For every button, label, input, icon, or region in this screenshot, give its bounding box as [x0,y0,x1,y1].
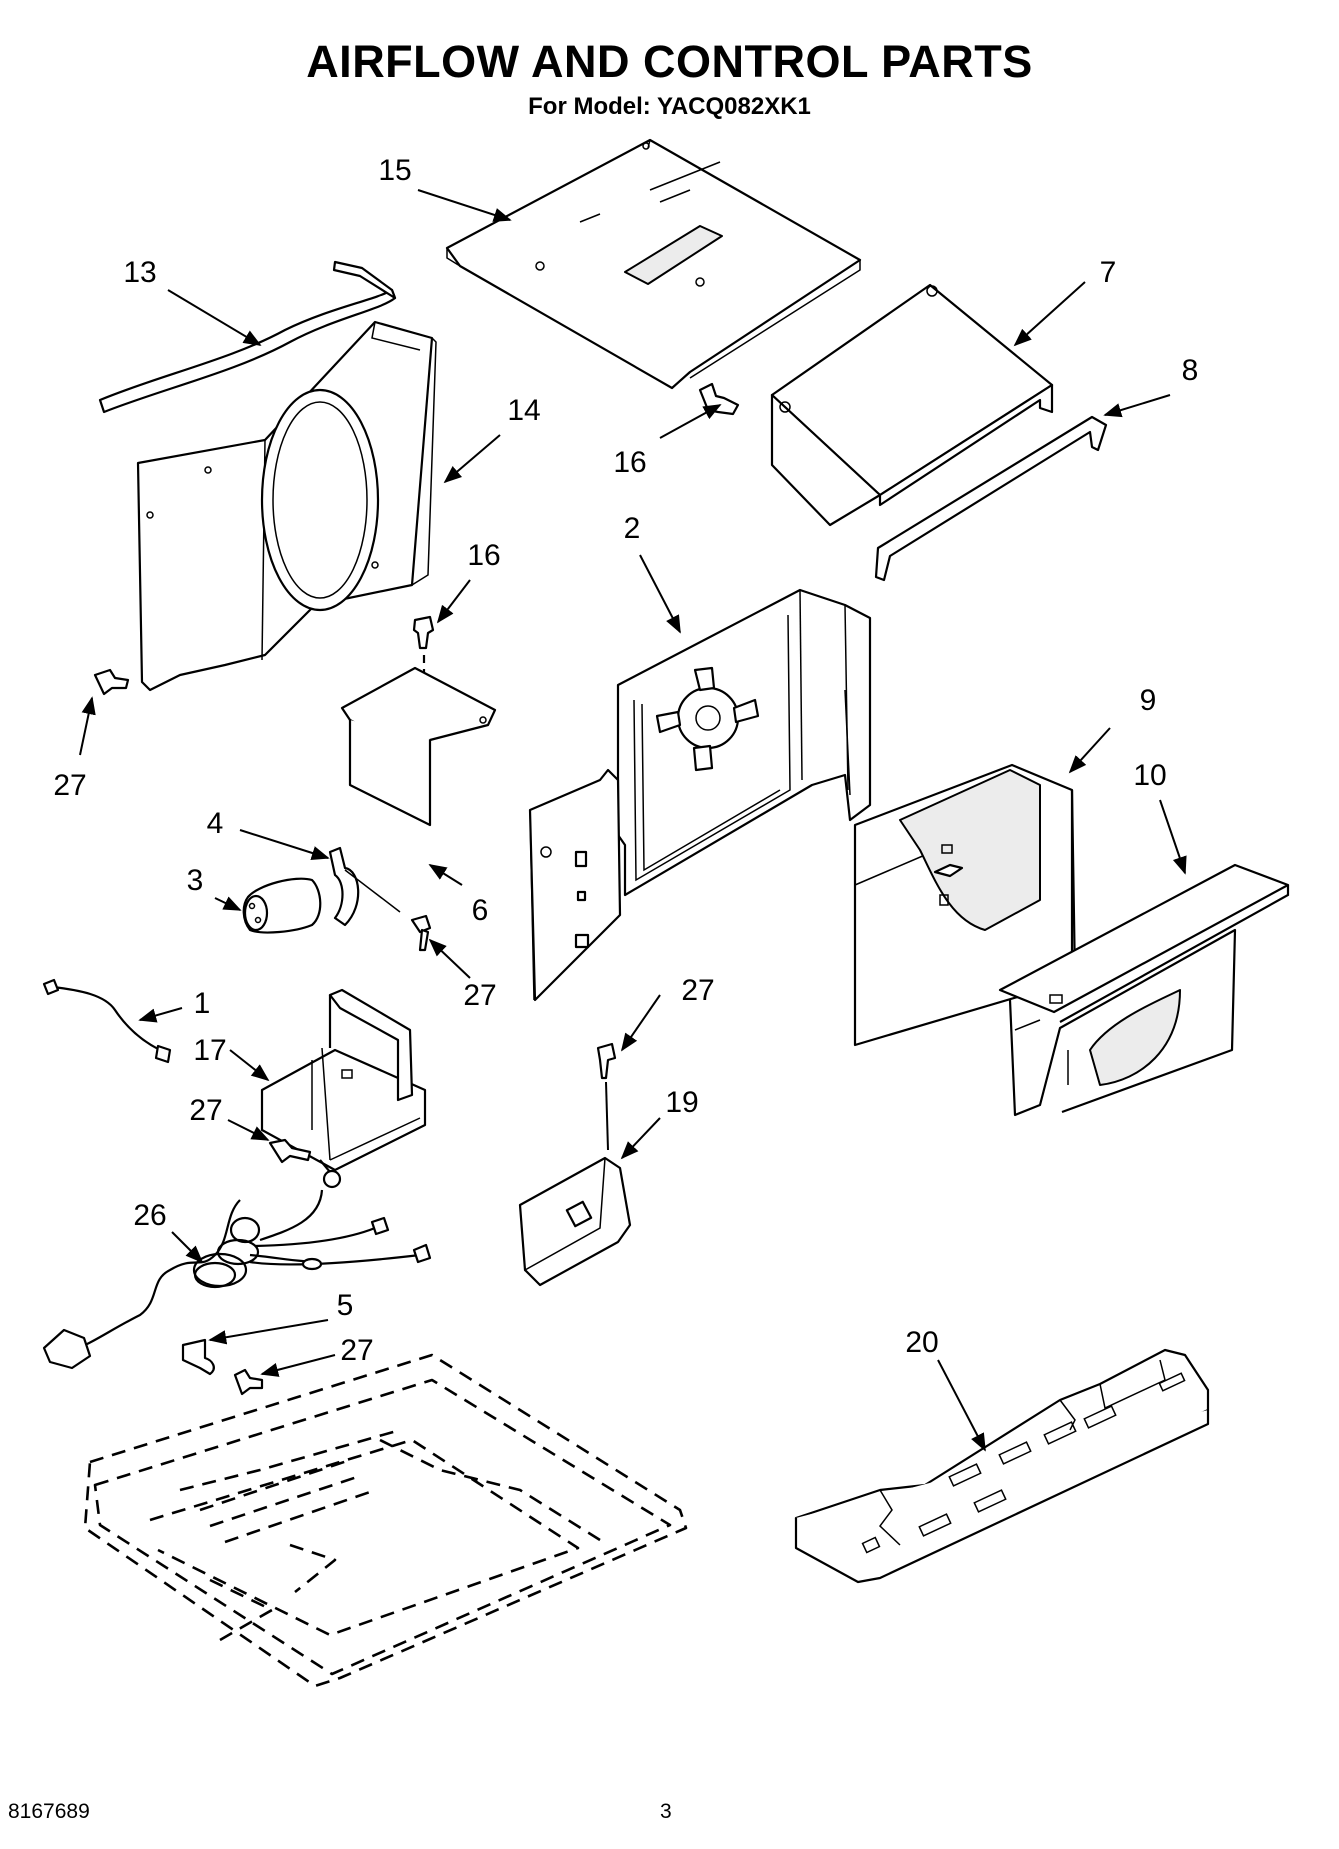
callout-7: 7 [1100,256,1117,289]
cord-clip [181,1338,264,1396]
blower-partition [528,588,872,1002]
capacitor [242,877,322,934]
callout-27-bracket: 27 [189,1094,222,1127]
leader-lines [79,189,1187,1452]
callout-6: 6 [472,894,489,927]
callout-27-board: 27 [681,974,714,1007]
callout-16-upper: 16 [613,446,646,479]
blower-housing [853,763,1077,1047]
callout-20: 20 [905,1326,938,1359]
capacitor-clamp [328,846,432,952]
callout-19: 19 [665,1086,698,1119]
callout-9: 9 [1140,684,1157,717]
control-board [518,1042,632,1287]
component-bracket [260,988,427,1172]
gasket-strip [98,260,397,414]
callout-8: 8 [1182,354,1199,387]
callout-17: 17 [193,1034,226,1067]
page-title: AIRFLOW AND CONTROL PARTS [306,36,1033,87]
screw-top [698,382,740,416]
callout-2: 2 [624,512,641,545]
fan-shroud [136,320,437,692]
callout-13: 13 [123,256,156,289]
wire-lead [42,978,172,1064]
callout-10: 10 [1133,759,1166,792]
model-subtitle: For Model: YACQ082XK1 [528,93,811,120]
callout-27-left: 27 [53,769,86,802]
callout-5: 5 [337,1289,354,1322]
base-pan-outline [83,1353,688,1688]
retaining-strip [874,415,1108,582]
mounting-bracket [340,666,497,827]
ground-screw [268,1138,342,1189]
callout-4: 4 [207,807,224,840]
control-cover [770,283,1054,527]
callout-15: 15 [378,154,411,187]
screw-left [93,668,130,696]
top-cover-plate [445,138,862,390]
drain-pan [794,1348,1210,1584]
callout-14: 14 [507,394,540,427]
callout-26: 26 [133,1199,166,1232]
callout-3: 3 [187,864,204,897]
callout-1: 1 [194,987,211,1020]
callout-numbers: 15 13 7 8 14 16 16 2 9 10 27 4 3 6 27 27… [53,154,1198,1367]
page-number: 3 [660,1800,672,1823]
rail-assembly [998,863,1290,1117]
callout-27-cap: 27 [463,979,496,1012]
callout-16-middle: 16 [467,539,500,572]
document-number: 8167689 [8,1800,90,1823]
power-cord [42,1189,432,1370]
callout-27-clip: 27 [340,1334,373,1367]
